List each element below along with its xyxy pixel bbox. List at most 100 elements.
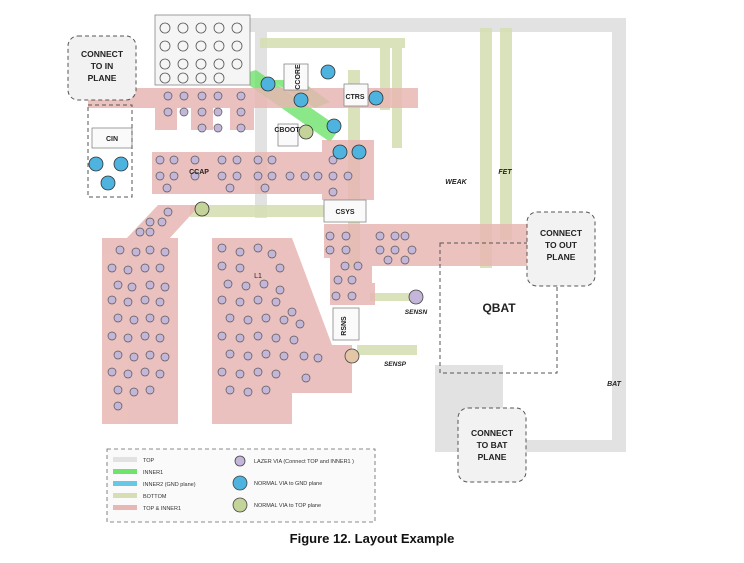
laser-via — [160, 247, 170, 257]
gnd-via — [332, 144, 348, 160]
laser-via — [123, 333, 133, 343]
bat-label: BAT — [607, 381, 622, 388]
laser-via — [333, 275, 343, 285]
laser-via — [223, 279, 233, 289]
legend-via-label: LAZER VIA (Connect TOP and INNER1 ) — [254, 459, 354, 465]
laser-via — [285, 171, 295, 181]
laser-via — [169, 155, 179, 165]
laser-via — [140, 295, 150, 305]
laser-via — [267, 155, 277, 165]
laser-via — [253, 155, 263, 165]
legend-layer-label: BOTTOM — [143, 494, 167, 500]
laser-via — [271, 333, 281, 343]
sensn-point — [408, 289, 424, 305]
laser-via — [123, 297, 133, 307]
laser-via-group — [107, 91, 417, 411]
laser-via — [275, 263, 285, 273]
sensp-point — [344, 348, 360, 364]
laser-via — [313, 171, 323, 181]
laser-via — [235, 297, 245, 307]
laser-via — [145, 385, 155, 395]
laser-via — [225, 349, 235, 359]
laser-via — [390, 231, 400, 241]
laser-via — [140, 263, 150, 273]
laser-via — [271, 297, 281, 307]
laser-via — [160, 282, 170, 292]
gnd-via — [113, 156, 129, 172]
laser-via — [145, 227, 155, 237]
laser-via — [347, 291, 357, 301]
laser-via — [217, 261, 227, 271]
laser-via — [253, 171, 263, 181]
laser-via — [383, 255, 393, 265]
laser-via — [107, 295, 117, 305]
gnd-vias — [88, 64, 384, 191]
laser-via — [217, 155, 227, 165]
legend-layer-swatch — [113, 457, 137, 462]
ccap-label: CCAP — [189, 169, 209, 176]
gnd-via — [320, 64, 336, 80]
laser-via — [275, 285, 285, 295]
laser-via — [213, 107, 223, 117]
legend-layer-swatch — [113, 469, 137, 474]
laser-via — [232, 171, 242, 181]
laser-via — [179, 107, 189, 117]
top-via — [194, 201, 210, 217]
laser-via — [343, 171, 353, 181]
laser-via — [113, 401, 123, 411]
laser-via — [123, 369, 133, 379]
laser-via — [271, 369, 281, 379]
legend-layer-swatch — [113, 481, 137, 486]
laser-via — [253, 367, 263, 377]
laser-via — [279, 315, 289, 325]
laser-via — [407, 245, 417, 255]
laser-via — [107, 367, 117, 377]
connect-boxes — [67, 35, 596, 483]
laser-via — [217, 295, 227, 305]
laser-via — [236, 91, 246, 101]
dashed-plane-boxes — [87, 104, 558, 374]
gnd-via — [88, 156, 104, 172]
connect-out-box — [526, 211, 596, 287]
laser-via — [155, 155, 165, 165]
laser-via — [325, 245, 335, 255]
laser-via — [140, 331, 150, 341]
laser-via — [179, 91, 189, 101]
laser-via — [301, 373, 311, 383]
laser-via — [145, 245, 155, 255]
legend-layer-label: INNER1 — [143, 470, 163, 476]
laser-via — [235, 369, 245, 379]
laser-via — [155, 369, 165, 379]
laser-via — [113, 280, 123, 290]
laser-via — [347, 275, 357, 285]
laser-via — [217, 367, 227, 377]
laser-via — [353, 261, 363, 271]
laser-via — [390, 245, 400, 255]
laser-via — [190, 155, 200, 165]
laser-via — [213, 123, 223, 133]
laser-via — [217, 171, 227, 181]
laser-via — [140, 367, 150, 377]
laser-via — [160, 352, 170, 362]
laser-via — [313, 353, 323, 363]
laser-via — [163, 107, 173, 117]
laser-via — [169, 171, 179, 181]
laser-via — [289, 335, 299, 345]
legend-via-label: NORMAL VIA to GND plane — [254, 481, 322, 487]
laser-via — [236, 107, 246, 117]
gnd-via — [326, 118, 342, 134]
laser-via — [157, 217, 167, 227]
laser-via — [217, 331, 227, 341]
laser-via — [400, 231, 410, 241]
figure-caption: Figure 12. Layout Example — [289, 531, 455, 546]
laser-via — [261, 385, 271, 395]
laser-via — [260, 183, 270, 193]
laser-via — [325, 231, 335, 241]
top-via — [298, 124, 314, 140]
laser-via — [155, 171, 165, 181]
laser-via — [243, 351, 253, 361]
ic-pin-grid — [159, 22, 243, 84]
